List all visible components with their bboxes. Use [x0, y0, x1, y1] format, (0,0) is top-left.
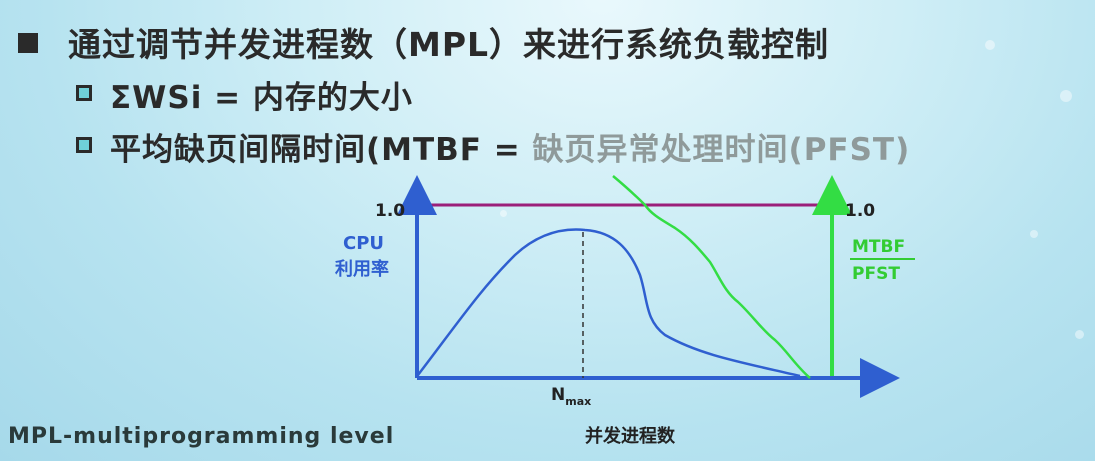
- cpu-utilization-curve: [417, 228, 801, 378]
- sub-bullet-icon: [76, 85, 92, 101]
- cpu-label: CPU: [343, 233, 384, 254]
- right-axis-top-label: 1.0: [845, 201, 875, 221]
- decor-dot: [1075, 330, 1084, 339]
- heading-bullet-icon: [18, 33, 38, 53]
- mtbf-pfst-curve: [612, 175, 811, 379]
- bullet-mtbf: 平均缺页间隔时间(MTBF = 缺页异常处理时间(PFST): [110, 124, 910, 169]
- bullet-mtbf-dim: 缺页异常处理时间(PFST): [532, 132, 911, 168]
- decor-dot: [985, 40, 995, 50]
- bullet-mtbf-main: 平均缺页间隔时间(MTBF =: [110, 132, 533, 168]
- nmax-main: N: [551, 385, 565, 405]
- decor-dot: [1060, 90, 1072, 102]
- decor-dot: [500, 210, 507, 217]
- bullet-working-set: ΣWSi = 内存的大小: [110, 80, 413, 116]
- cpu-utilization-label: 利用率: [335, 258, 389, 280]
- slide-heading: 通过调节并发进程数（MPL）来进行系统负载控制: [68, 25, 830, 64]
- nmax-label: Nmax: [551, 385, 591, 408]
- pfst-label: PFST: [852, 264, 900, 284]
- decor-dot: [1030, 230, 1038, 238]
- sub-bullet-icon: [76, 137, 92, 153]
- left-axis-top-label: 1.0: [375, 201, 405, 221]
- x-axis-label: 并发进程数: [585, 425, 676, 447]
- nmax-subscript: max: [565, 395, 591, 408]
- mtbf-label: MTBF: [852, 237, 905, 257]
- footer-note: MPL-multiprogramming level: [8, 424, 395, 449]
